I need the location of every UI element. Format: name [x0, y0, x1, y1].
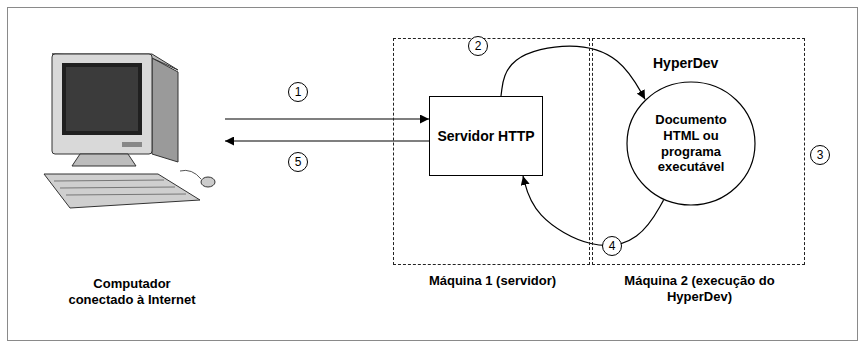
ellipse-label: Documento HTML ou programa executável: [648, 112, 734, 174]
monitor-screen: [62, 63, 142, 135]
node-caption: Computador conectado à Internet: [62, 276, 202, 307]
mouse: [201, 177, 215, 187]
callout-number: 1: [288, 82, 308, 102]
process-ellipse: Documento HTML ou programa executável: [626, 81, 756, 206]
monitor-stand: [72, 154, 136, 166]
flow-arrow: [225, 118, 429, 119]
screen-glass: [66, 67, 138, 131]
monitor-side: [152, 58, 178, 162]
box-label: Servidor HTTP: [437, 128, 534, 145]
callout-number: 5: [288, 152, 308, 172]
node-caption: Máquina 2 (execução do HyperDev): [620, 273, 780, 304]
keyboard: [44, 174, 200, 208]
computer-illustration: [40, 50, 220, 225]
outer-frame: [8, 8, 858, 341]
machine-box: Máquina 1 (servidor)Servidor HTTP: [393, 38, 590, 265]
computer-node: Computador conectado à Internet: [40, 50, 225, 315]
flow-arrow: [225, 140, 429, 141]
monitor-front: [52, 54, 152, 154]
key-row: [54, 180, 164, 181]
ellipse-shape: [627, 82, 755, 205]
mouse-cord: [180, 170, 201, 179]
callout-number: 4: [602, 236, 622, 256]
callout-number: 2: [468, 36, 488, 56]
process-box: Servidor HTTP: [429, 96, 543, 176]
node-caption: Máquina 1 (servidor): [398, 273, 588, 289]
flow-arrow: [501, 46, 645, 99]
machine-box: HyperDevMáquina 2 (execução do HyperDev)…: [592, 38, 805, 265]
box-heading: HyperDev: [653, 55, 753, 72]
callout-number: 3: [810, 145, 830, 165]
flow-arrow: [523, 176, 664, 245]
monitor-button: [122, 142, 142, 147]
key-row: [66, 194, 186, 195]
key-row: [60, 187, 175, 188]
